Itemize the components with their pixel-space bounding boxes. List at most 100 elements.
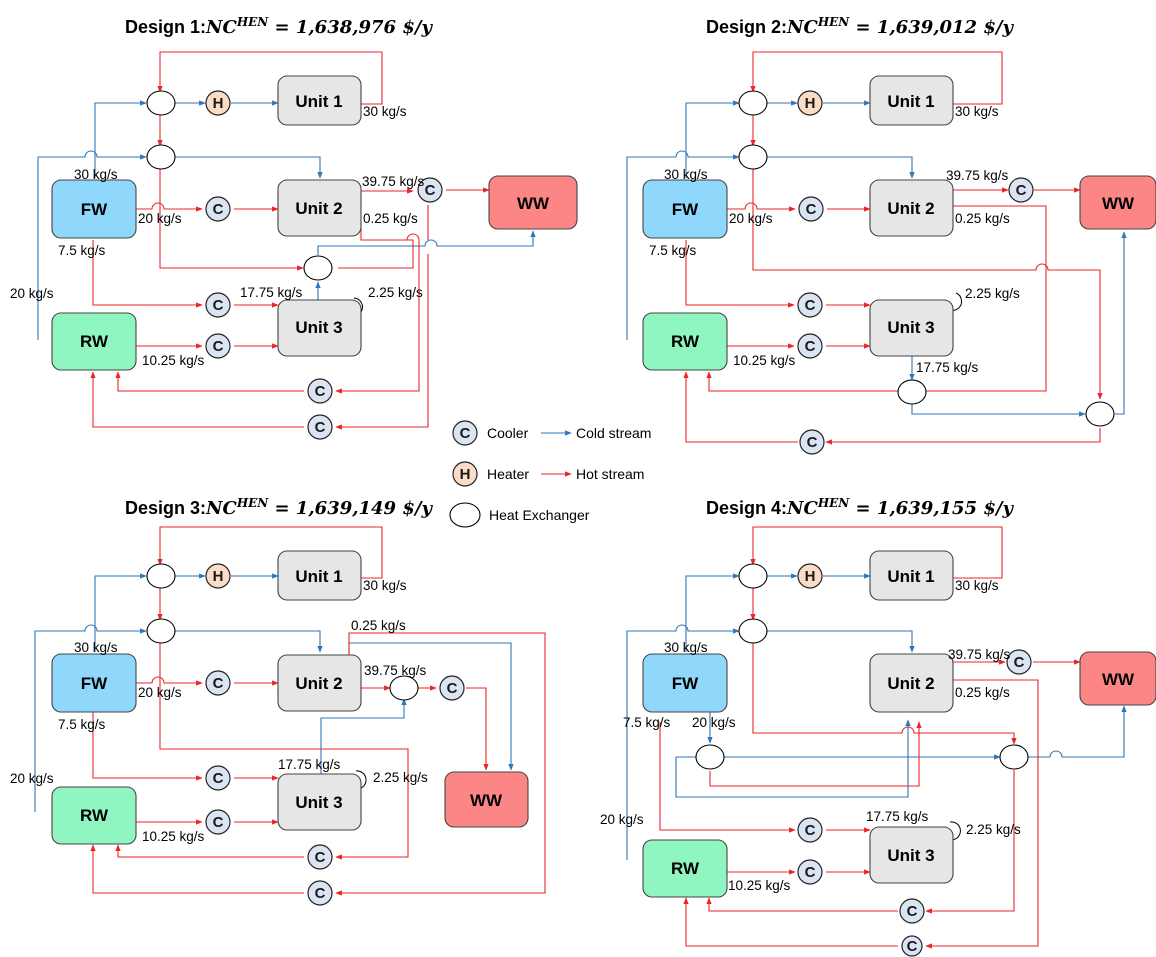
design-4-unit-2 <box>869 653 954 713</box>
flow-label: 0.25 kg/s <box>363 211 418 226</box>
design-3-unit-2-label: Unit 2 <box>295 674 342 693</box>
cooler-symbol: C <box>315 419 326 436</box>
cooler-symbol: C <box>806 201 817 218</box>
flow-label: 20 kg/s <box>138 211 182 226</box>
design-1-ww <box>488 175 578 230</box>
legend: C Cooler Cold stream H Heater Hot stream… <box>449 420 651 528</box>
flow-label: 20 kg/s <box>138 685 182 700</box>
design-1-rw <box>51 312 137 371</box>
flow-label: 39.75 kg/s <box>364 663 427 678</box>
design-3-heater <box>205 563 231 589</box>
design-2-cooler <box>797 292 823 318</box>
design-2-unit-3-label: Unit 3 <box>887 318 934 337</box>
flow-label: 20 kg/s <box>600 812 644 827</box>
flow-label: 30 kg/s <box>955 104 999 119</box>
design-2-fw-label: FW <box>672 200 699 219</box>
design-3-heat-exchanger <box>389 675 419 701</box>
flow-label: 39.75 kg/s <box>946 168 1009 183</box>
flow-label: 17.75 kg/s <box>278 757 341 772</box>
design-3-heat-exchanger <box>146 618 176 644</box>
design-4-heater <box>797 563 823 589</box>
cooler-symbol: C <box>213 201 224 218</box>
design-2-rw-label: RW <box>671 332 700 351</box>
design-3-fw-label: FW <box>81 674 108 693</box>
flow-label: 39.75 kg/s <box>362 174 425 189</box>
design-1: Design 1:NCHEN = 1,638,976 $/y <box>10 15 578 440</box>
cooler-symbol: C <box>213 770 224 787</box>
flow-label: 10.25 kg/s <box>142 353 205 368</box>
design-3-heat-exchanger <box>146 563 176 589</box>
legend-cold-label: Cold stream <box>576 425 651 441</box>
design-4-unit-1-label: Unit 1 <box>887 567 934 586</box>
design-4-cooler <box>1006 649 1032 675</box>
design-1-heat-exchanger <box>146 90 176 116</box>
design-1-unit-1 <box>277 75 362 126</box>
flow-label: 2.25 kg/s <box>368 285 423 300</box>
heater-symbol: H <box>213 568 224 585</box>
design-1-unit-2-label: Unit 2 <box>295 199 342 218</box>
design-4-fw <box>642 653 728 713</box>
design-1-cooler <box>205 292 231 318</box>
flow-label: 30 kg/s <box>363 578 407 593</box>
design-3-cooler <box>205 670 231 696</box>
design-1-heat-exchanger <box>146 144 176 170</box>
cooler-symbol: C <box>805 338 816 355</box>
design-1-streams <box>37 51 536 430</box>
design-2-streams <box>626 51 1127 445</box>
design-2-ww <box>1079 175 1156 230</box>
design-3-fw <box>51 653 137 713</box>
design-2: Design 2:NCHEN = 1,639,012 $/y <box>626 15 1156 455</box>
design-3-cooler <box>307 880 333 906</box>
design-2-unit-3 <box>869 299 954 357</box>
cooler-symbol: C <box>1016 182 1027 199</box>
design-3-unit-1-label: Unit 1 <box>295 567 342 586</box>
flow-label: 20 kg/s <box>729 211 773 226</box>
design-4-streams <box>626 526 1127 949</box>
cooler-symbol: C <box>805 822 816 839</box>
flow-label: 30 kg/s <box>363 104 407 119</box>
design-2-heater <box>797 90 823 116</box>
design-3-streams <box>34 526 546 896</box>
design-1-heater <box>205 90 231 116</box>
heater-symbol: H <box>213 95 224 112</box>
design-2-unit-2 <box>869 179 954 237</box>
flow-label: 2.25 kg/s <box>373 770 428 785</box>
heater-symbol: H <box>460 466 471 483</box>
design-1-fw-label: FW <box>81 200 108 219</box>
design-2-unit-1-label: Unit 1 <box>887 92 934 111</box>
design-3: Design 3:NCHEN = 1,639,149 $/y <box>10 496 546 906</box>
cooler-symbol: C <box>907 938 918 955</box>
cooler-symbol: C <box>213 338 224 355</box>
flow-label: 10.25 kg/s <box>728 878 791 893</box>
flow-label: 30 kg/s <box>664 167 708 182</box>
design-1-cooler <box>205 333 231 359</box>
design-2-cooler <box>799 429 825 455</box>
design-3-unit-1 <box>277 550 362 601</box>
design-2-heat-exchanger <box>897 379 927 405</box>
design-3-cooler <box>205 765 231 791</box>
cooler-symbol: C <box>1014 654 1025 671</box>
cooler-symbol: C <box>315 383 326 400</box>
flow-label: 10.25 kg/s <box>142 829 205 844</box>
design-3-cooler <box>307 844 333 870</box>
design-4-heat-exchanger <box>738 563 768 589</box>
flow-label: 20 kg/s <box>692 715 736 730</box>
design-3-rw <box>51 786 137 845</box>
design-2-ww-label: WW <box>1102 194 1135 213</box>
design-4-cooler <box>797 817 823 843</box>
design-1-title: Design 1:NCHEN = 1,638,976 $/y <box>125 15 433 38</box>
design-3-cooler <box>439 675 465 701</box>
design-4: Design 4:NCHEN = 1,639,155 $/y <box>600 496 1156 957</box>
legend-cooler-label: Cooler <box>487 425 529 441</box>
design-2-unit-1 <box>869 75 954 126</box>
cooler-symbol: C <box>213 297 224 314</box>
heater-symbol: H <box>805 95 816 112</box>
design-2-cooler <box>797 333 823 359</box>
design-3-cooler <box>205 809 231 835</box>
design-4-rw-label: RW <box>671 859 700 878</box>
design-1-cooler <box>417 177 443 203</box>
design-4-rw <box>642 839 728 898</box>
flow-label: 20 kg/s <box>10 771 54 786</box>
design-2-heat-exchanger <box>1085 401 1115 427</box>
